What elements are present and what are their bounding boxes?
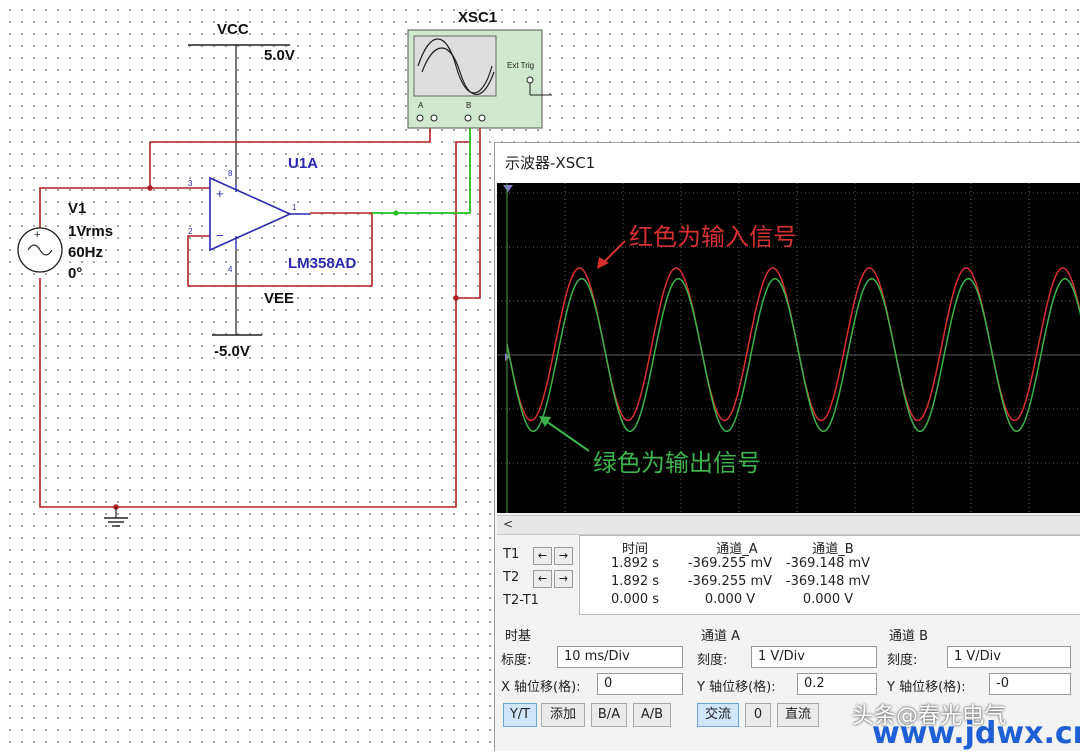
- scope-plot: 红色为输入信号 绿色为输出信号: [497, 183, 1080, 518]
- pin-label: 2: [188, 227, 193, 236]
- oscilloscope-window[interactable]: 示波器-XSC1 红色为输入信号 绿色为输出信号 < T1 ← → T2 ← →: [494, 142, 1080, 751]
- ac-source-symbol[interactable]: +: [17, 227, 63, 273]
- sine-icon: [27, 244, 53, 256]
- horizontal-scrollbar[interactable]: <: [497, 515, 1080, 535]
- table-cell: -369.148 mV: [785, 556, 871, 571]
- scope-ch-b: B: [466, 101, 471, 110]
- source-frequency: 60Hz: [68, 244, 103, 261]
- source-plus: +: [34, 229, 40, 241]
- table-cell: -369.255 mV: [687, 556, 773, 571]
- timebase-xpos-label: X 轴位移(格):: [501, 680, 581, 695]
- t2-label: T2: [503, 570, 520, 585]
- table-cell: 1.892 s: [610, 556, 660, 571]
- pin-label: 8: [228, 169, 233, 178]
- channel-a-trace: [506, 267, 1080, 422]
- channel-a-scale-field[interactable]: 1 V/Div: [751, 646, 877, 668]
- ac-coupling-button[interactable]: 交流: [697, 703, 739, 727]
- annotation-red: 红色为输入信号: [629, 224, 797, 251]
- scope-ext-trig: Ext Trig: [507, 61, 534, 70]
- t2t1-label: T2-T1: [503, 593, 539, 608]
- channel-a-scale-label: 刻度:: [697, 653, 728, 668]
- scope-ref: XSC1: [458, 9, 497, 26]
- yt-button[interactable]: Y/T: [503, 703, 537, 727]
- junction-dot: [147, 185, 153, 191]
- ab-button[interactable]: A/B: [633, 703, 671, 727]
- add-button[interactable]: 添加: [541, 703, 585, 727]
- source-amplitude: 1Vrms: [68, 223, 113, 240]
- vcc-value: 5.0V: [264, 47, 295, 64]
- channel-b-trace: [506, 277, 1080, 433]
- timebase-scale-label: 标度:: [501, 653, 532, 668]
- circuit-wires: [39, 123, 481, 508]
- watermark-author: 头条@春光电气: [852, 704, 1007, 729]
- table-cell: -369.255 mV: [687, 574, 773, 589]
- timebase-title: 时基: [505, 629, 532, 644]
- channel-a-ypos-label: Y 轴位移(格):: [697, 680, 776, 695]
- scroll-left-icon[interactable]: <: [503, 517, 514, 531]
- junction-dot: [453, 295, 459, 301]
- source-phase: 0°: [68, 265, 82, 282]
- watermark-url: www.jdwx.cn: [872, 716, 1080, 751]
- ground-coupling-button[interactable]: 0: [745, 703, 771, 727]
- table-cell: 0.000 V: [802, 592, 854, 607]
- t2-right-button[interactable]: →: [554, 570, 573, 588]
- opamp-model: LM358AD: [288, 255, 357, 272]
- channel-b-ypos-label: Y 轴位移(格):: [887, 680, 966, 695]
- table-header: 时间: [621, 542, 648, 557]
- scope-ch-a: A: [418, 101, 424, 110]
- t1-right-button[interactable]: →: [554, 547, 573, 565]
- opamp-plus: +: [216, 186, 224, 201]
- vcc-label: VCC: [217, 21, 249, 38]
- table-header: 通道_B: [812, 542, 854, 557]
- pin-label: 4: [228, 265, 233, 274]
- probe-b-wire: [372, 123, 471, 214]
- table-cell: -369.148 mV: [785, 574, 871, 589]
- opamp-ref: U1A: [288, 155, 318, 172]
- channel-a-ypos-field[interactable]: 0.2: [797, 673, 877, 695]
- ba-button[interactable]: B/A: [591, 703, 627, 727]
- opamp-minus: −: [216, 228, 224, 243]
- measurement-panel: T1 ← → T2 ← → T2-T1 时间 通道_A 通道_B 1.892 s…: [497, 535, 1080, 615]
- channel-a-title: 通道 A: [701, 629, 741, 644]
- oscilloscope-title: 示波器-XSC1: [495, 143, 1080, 183]
- opamp-symbol[interactable]: + − 3 2 1 8 4: [188, 169, 310, 274]
- vee-value: -5.0V: [214, 343, 250, 360]
- vee-label: VEE: [264, 290, 294, 307]
- timebase-scale-field[interactable]: 10 ms/Div: [557, 646, 683, 668]
- channel-b-title: 通道 B: [889, 629, 929, 644]
- t1-label: T1: [503, 547, 520, 562]
- t2-left-button[interactable]: ←: [533, 570, 552, 588]
- source-ref: V1: [68, 200, 86, 217]
- table-header: 通道_A: [716, 542, 758, 557]
- junction-dot: [393, 210, 399, 216]
- table-cell: 0.000 s: [610, 592, 660, 607]
- arrow-icon: [597, 257, 609, 269]
- pin-label: 1: [292, 203, 297, 212]
- pin-label: 3: [188, 179, 193, 188]
- scope-wave-icon: [417, 38, 493, 94]
- measurement-table: 时间 通道_A 通道_B 1.892 s -369.255 mV -369.14…: [579, 535, 1080, 615]
- annotation-green-arrow: [542, 418, 590, 452]
- trigger-marker-icon[interactable]: [503, 185, 513, 192]
- annotation-green: 绿色为输出信号: [593, 450, 761, 477]
- timebase-xpos-field[interactable]: 0: [597, 673, 683, 695]
- arrow-icon: [539, 416, 551, 427]
- table-cell: 0.000 V: [704, 592, 756, 607]
- channel-b-scale-field[interactable]: 1 V/Div: [947, 646, 1071, 668]
- dc-coupling-button[interactable]: 直流: [777, 703, 819, 727]
- table-cell: 1.892 s: [610, 574, 660, 589]
- channel-b-ypos-field[interactable]: -0: [989, 673, 1071, 695]
- control-panel: 时基 标度: 10 ms/Div X 轴位移(格): 0 Y/T 添加 B/A …: [497, 619, 1080, 749]
- scope-instrument[interactable]: Ext Trig A B: [407, 29, 552, 129]
- t1-left-button[interactable]: ←: [533, 547, 552, 565]
- channel-b-scale-label: 刻度:: [887, 653, 918, 668]
- scope-screen[interactable]: 红色为输入信号 绿色为输出信号: [497, 183, 1080, 518]
- cursor-controls: T1 ← → T2 ← → T2-T1: [497, 535, 577, 615]
